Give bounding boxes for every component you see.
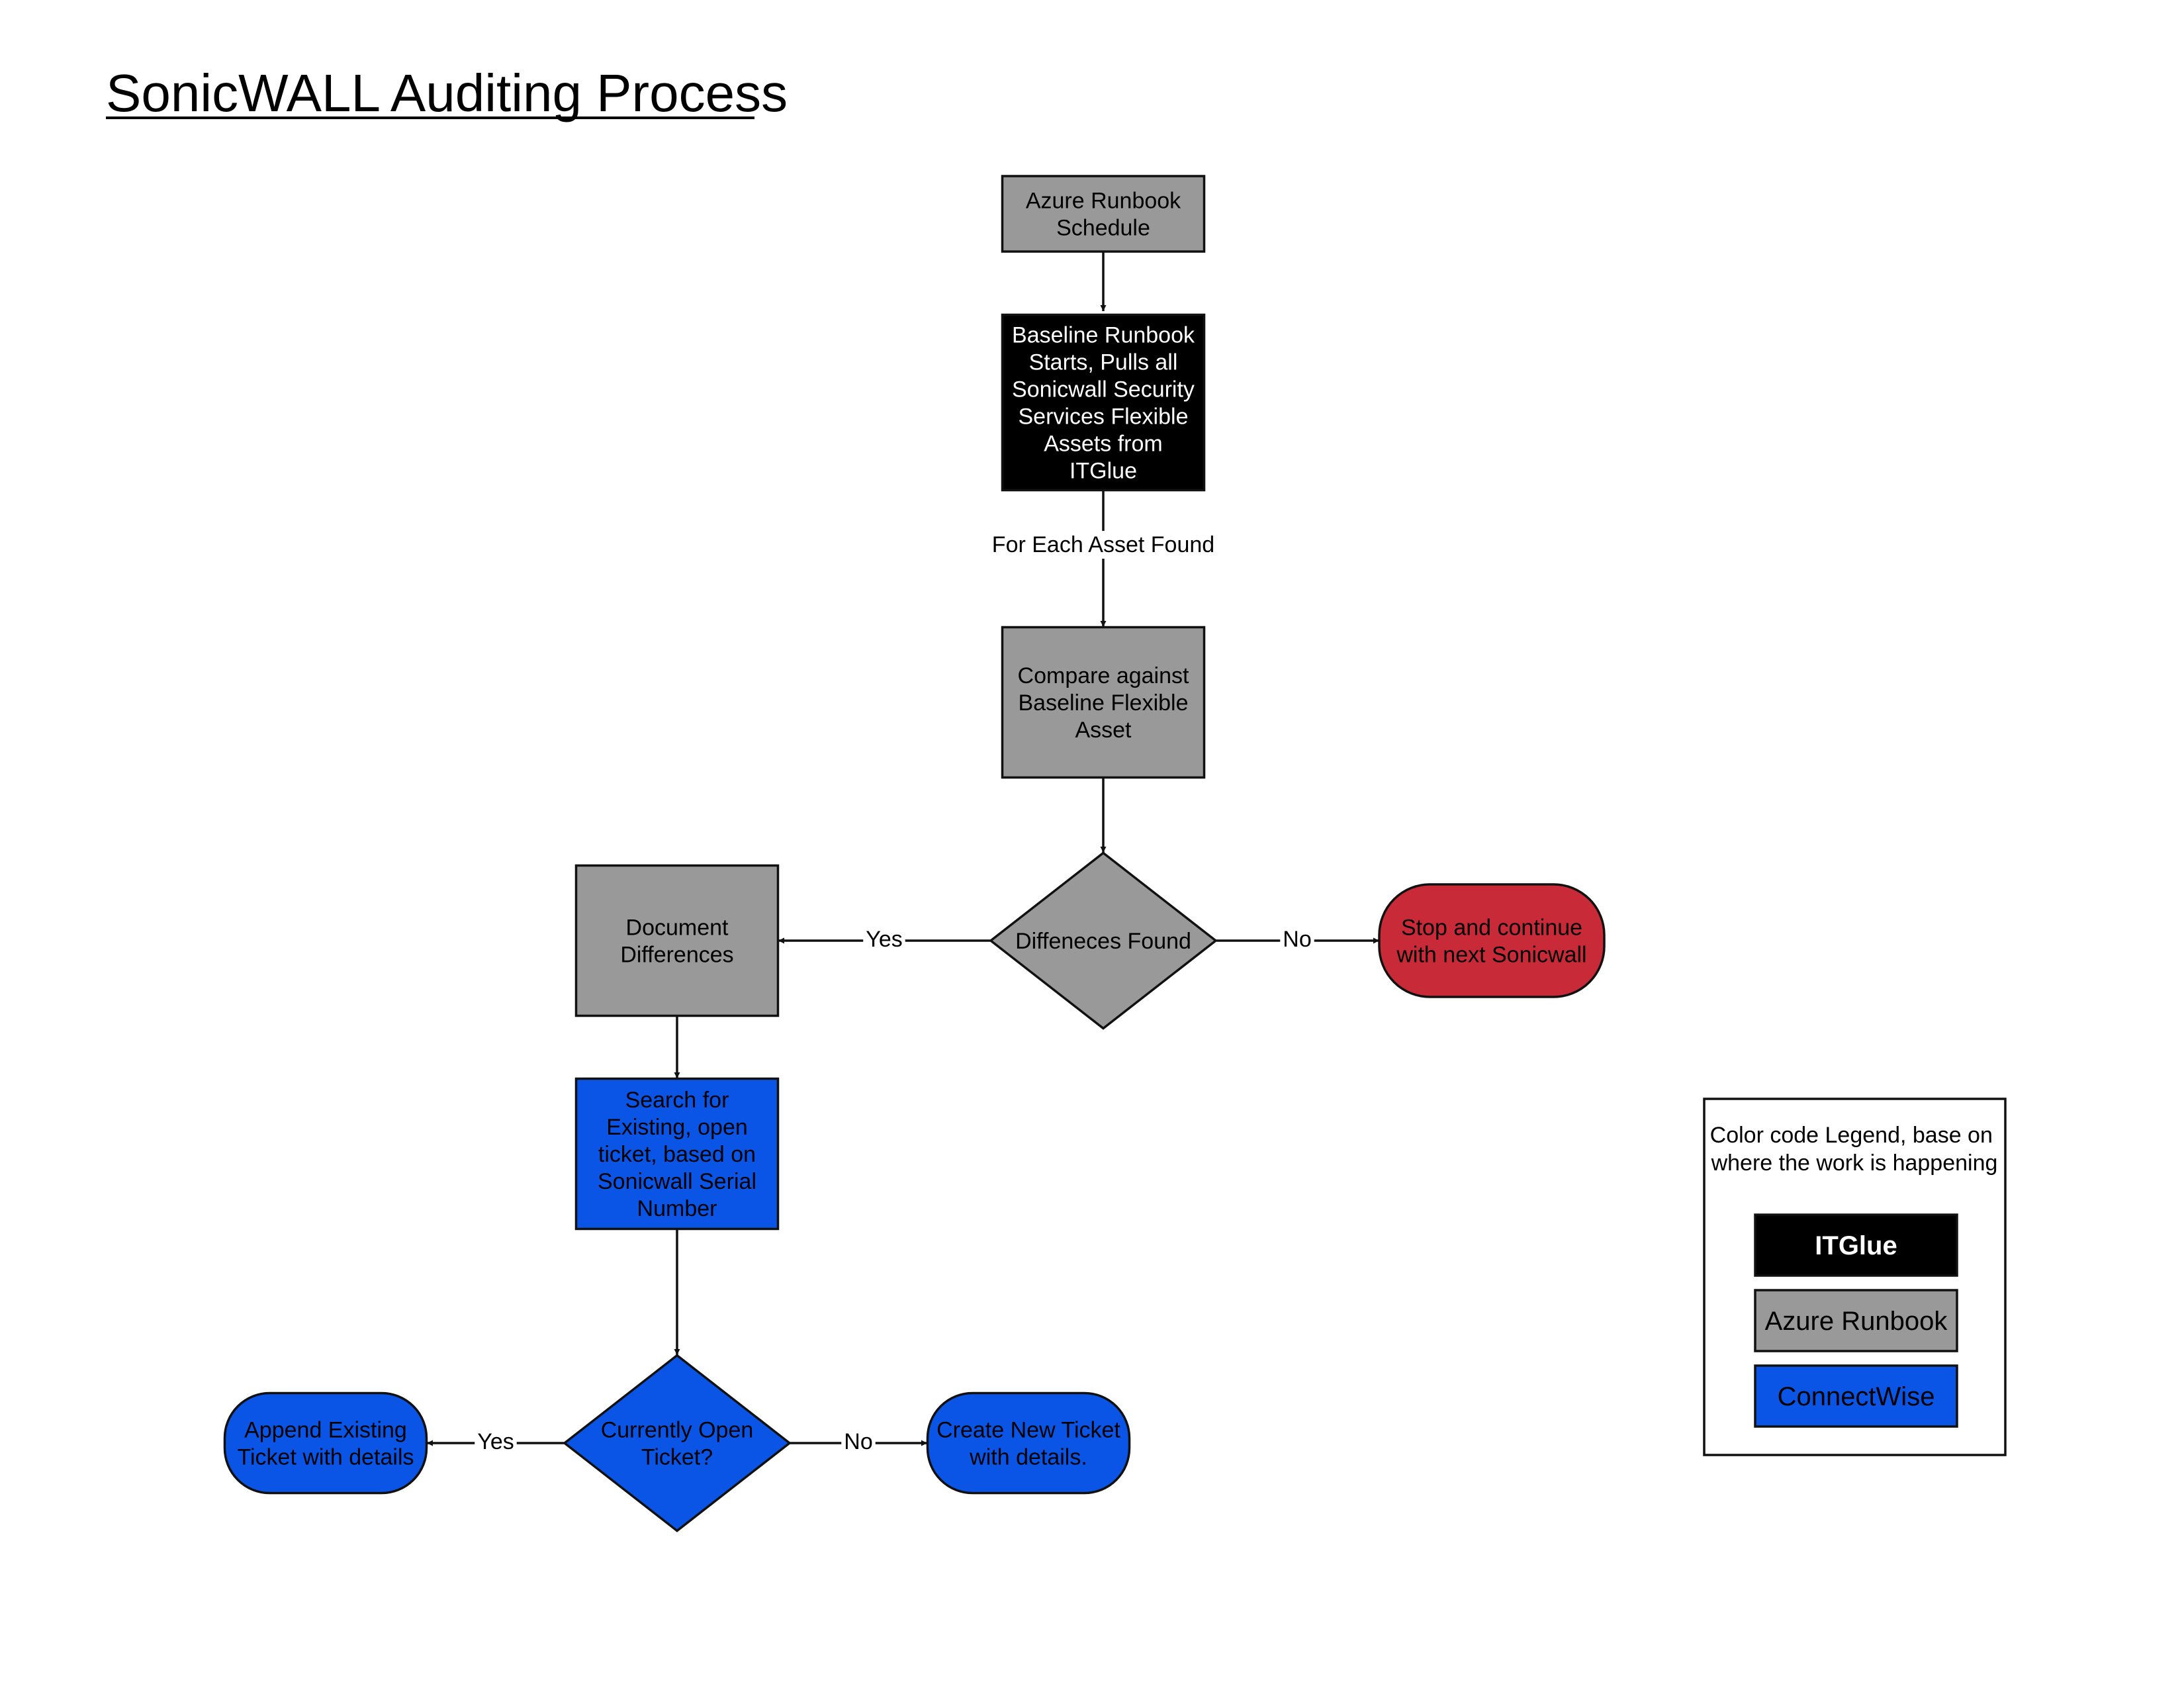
node-label-line: with details. <box>969 1445 1087 1470</box>
node-label-line: Diffeneces Found <box>1015 929 1191 954</box>
legend-heading: Color code Legend, base on where the wor… <box>1710 1123 1999 1176</box>
node-label-line: Asset <box>1075 718 1132 743</box>
decision-diamond <box>563 1354 792 1532</box>
connector-label-background <box>475 1428 517 1456</box>
node-label-line: Sonicwall Security <box>1012 377 1195 402</box>
node-label-line: Search for <box>625 1088 729 1113</box>
color-legend: Color code Legend, base on where the wor… <box>1703 1098 2007 1456</box>
legend-label: ConnectWise <box>1778 1382 1935 1411</box>
node-label-line: Existing, open <box>606 1115 748 1140</box>
legend-label: Azure Runbook <box>1765 1307 1948 1336</box>
legend-swatch <box>1754 1213 1958 1277</box>
connector-label-background <box>863 925 905 953</box>
process-box <box>574 1077 780 1231</box>
node-label-line: Append Existing <box>244 1418 407 1443</box>
connector-label-yes: Yes <box>866 927 902 952</box>
node-label-line: Ticket with details <box>237 1445 414 1470</box>
legend-item-itglue: ITGlue <box>1754 1213 1958 1277</box>
terminator-pill <box>926 1391 1131 1495</box>
connector-label-for-each-asset-found: For Each Asset Found <box>992 532 1214 557</box>
node-label-line: Differences <box>620 943 733 968</box>
node-label-line: Azure Runbook <box>1026 189 1181 214</box>
legend-swatch <box>1754 1289 1958 1352</box>
node-label-line: Number <box>637 1196 717 1221</box>
node-label-line: Ticket? <box>641 1445 713 1470</box>
node-label-line: Starts, Pulls all <box>1029 350 1178 375</box>
process-box <box>1001 313 1206 492</box>
node-label-line: Services Flexible <box>1019 404 1189 430</box>
node-differences-found: Diffeneces Found <box>989 851 1218 1030</box>
legend-swatch <box>1754 1364 1958 1428</box>
process-box <box>1001 175 1206 253</box>
node-label-line: Stop and continue <box>1401 915 1582 941</box>
node-label-line: Create New Ticket <box>936 1418 1120 1443</box>
process-box <box>574 864 780 1017</box>
legend-heading-line-2: where the work is happening <box>1711 1150 1998 1176</box>
connector-label-no: No <box>844 1429 872 1454</box>
connector-label-no: No <box>1283 927 1311 952</box>
connector-label-background <box>989 531 1218 559</box>
legend-item-connectwise: ConnectWise <box>1754 1364 1958 1428</box>
process-box <box>1001 626 1206 779</box>
node-label-line: with next Sonicwall <box>1396 943 1586 968</box>
connectors-layer <box>427 252 1379 1446</box>
legend-heading-line-1: Color code Legend, base on <box>1710 1123 1993 1148</box>
node-label-line: ITGlue <box>1069 459 1137 484</box>
decision-diamond <box>989 851 1218 1030</box>
legend-label: ITGlue <box>1815 1231 1897 1260</box>
legend-item-azure-runbook: Azure Runbook <box>1754 1289 1958 1352</box>
terminator-pill <box>1378 883 1606 998</box>
node-label-line: Document <box>626 915 729 941</box>
node-label-line: Currently Open <box>601 1418 754 1443</box>
node-label-line: Baseline Runbook <box>1012 323 1195 348</box>
connector-label-background <box>1280 925 1314 953</box>
node-label-line: Compare against <box>1018 663 1189 688</box>
terminator-pill <box>223 1391 428 1495</box>
connector-label-background <box>841 1428 876 1456</box>
node-label-line: Baseline Flexible <box>1018 690 1188 716</box>
node-label: Diffeneces Found <box>1015 929 1191 954</box>
node-label-line: Schedule <box>1056 216 1150 241</box>
diagram-title: SonicWALL Auditing Process <box>106 64 788 122</box>
diagram-title-group: SonicWALL Auditing Process <box>106 64 788 122</box>
node-label-line: ticket, based on <box>598 1142 756 1167</box>
node-label-line: Sonicwall Serial <box>598 1169 756 1194</box>
node-label-line: Assets from <box>1044 432 1162 457</box>
connector-label-yes: Yes <box>477 1429 514 1454</box>
